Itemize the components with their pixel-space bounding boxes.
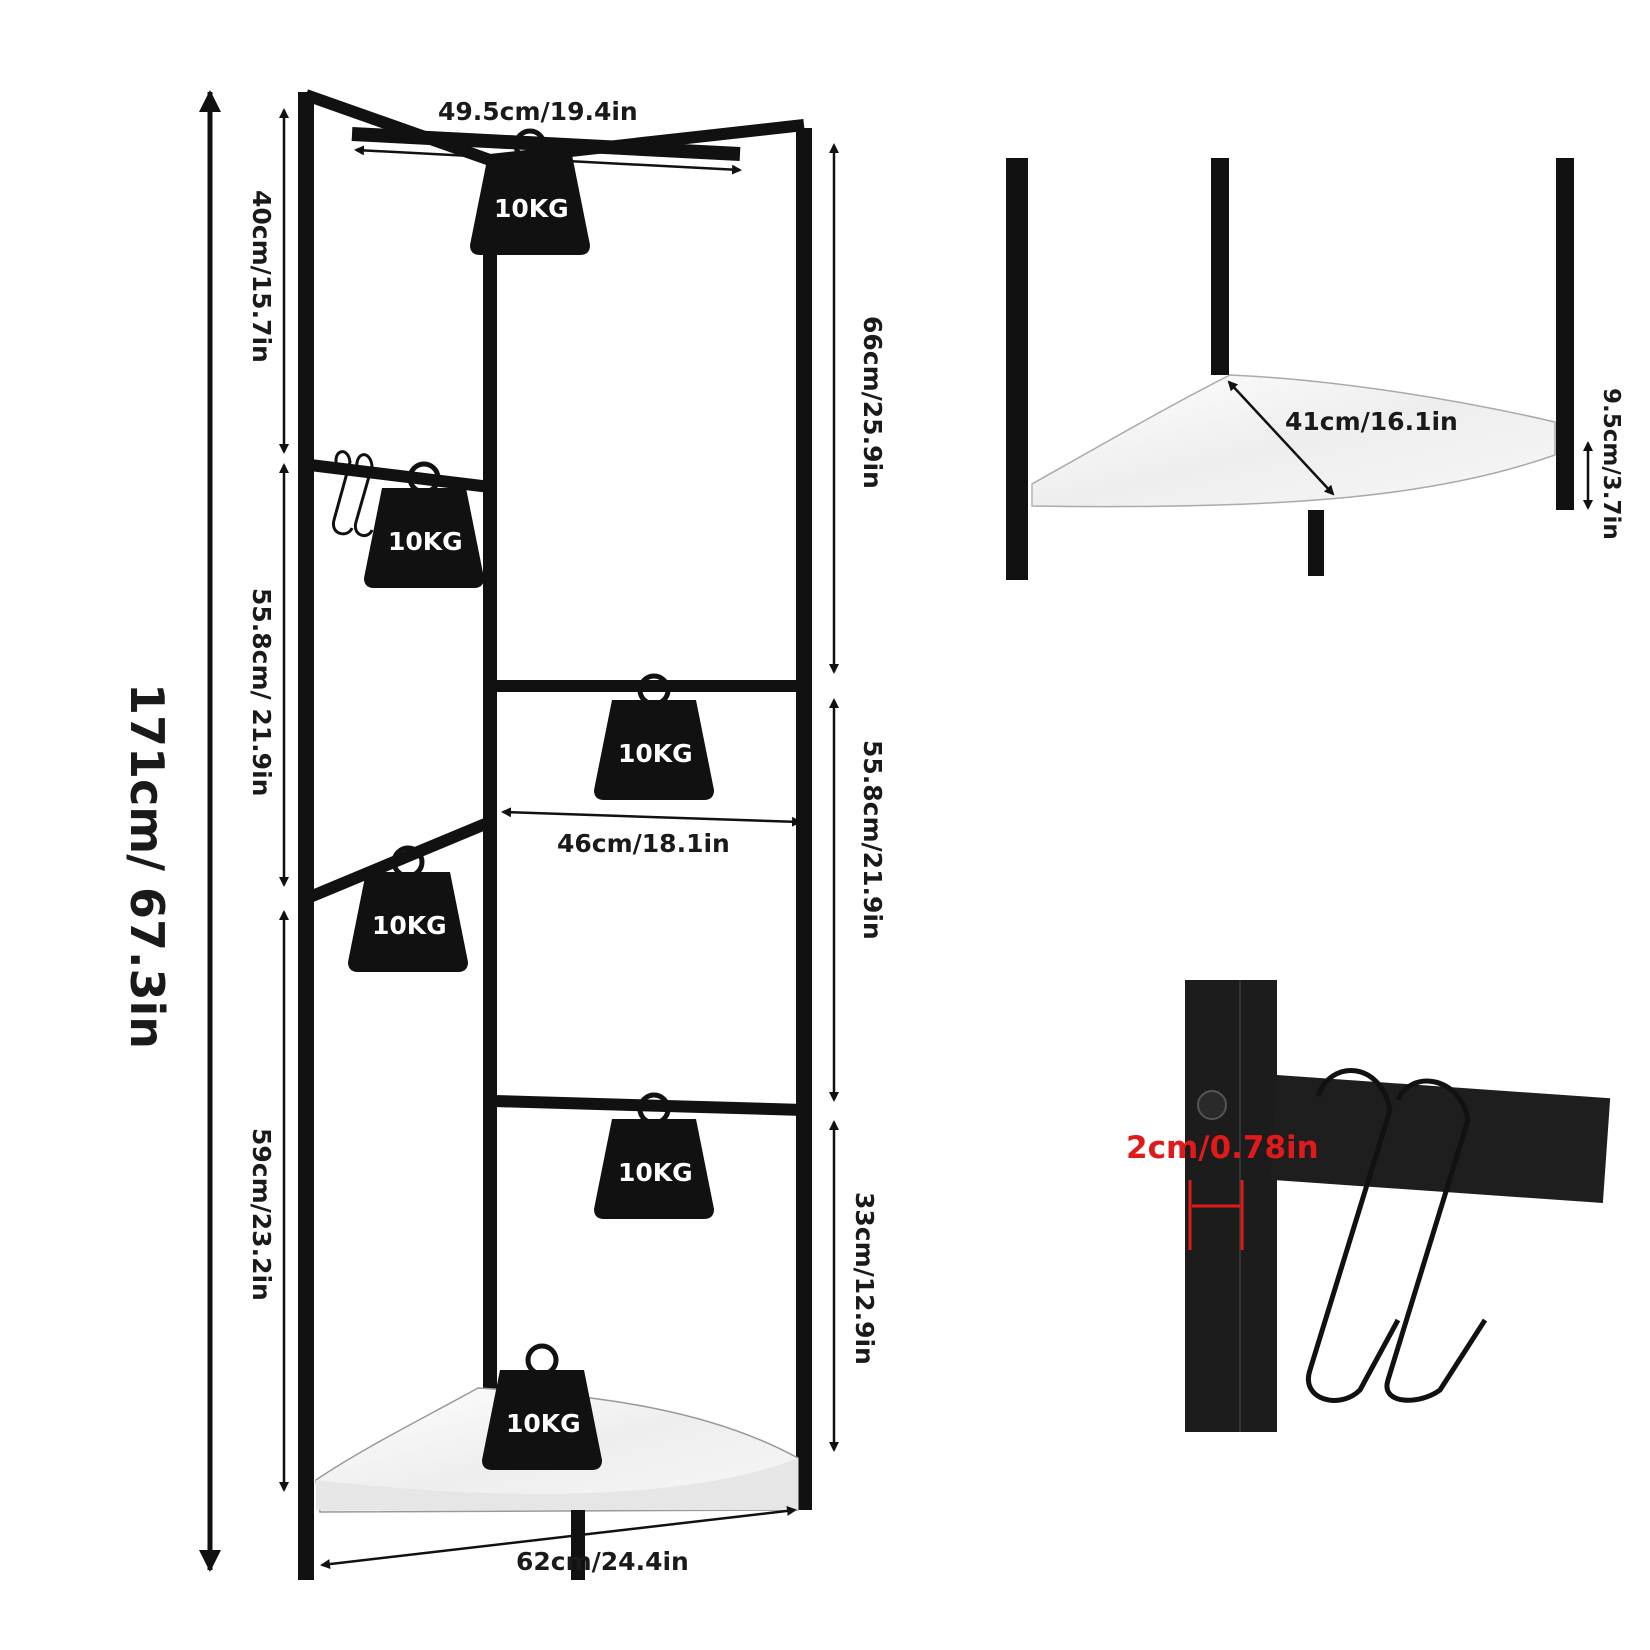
hook-detail: 2cm/0.78in: [1126, 980, 1611, 1432]
main-rack: 171cm/ 67.3in 49.5cm/19.4in 40cm/15.7in …: [120, 89, 887, 1580]
left-upper-height-label: 40cm/15.7in: [247, 190, 276, 363]
right-upper-height-label: 66cm/25.9in: [858, 316, 887, 489]
weight-label: 10KG: [372, 911, 447, 940]
left-lower-height-label: 59cm/23.2in: [247, 1128, 276, 1301]
inner-width-label: 46cm/18.1in: [557, 829, 730, 858]
weight-icon-3: 10KG: [594, 673, 714, 800]
shelf-clearance-label: 9.5cm/3.7in: [1598, 388, 1624, 540]
shelf-detail: 41cm/16.1in 9.5cm/3.7in: [1006, 158, 1624, 580]
bolt-icon: [1197, 1090, 1227, 1120]
weight-label: 10KG: [618, 739, 693, 768]
base-width-label: 62cm/24.4in: [516, 1547, 689, 1576]
weight-label: 10KG: [618, 1158, 693, 1187]
shelf-depth-label: 41cm/16.1in: [1285, 407, 1458, 436]
weight-label: 10KG: [494, 194, 569, 223]
weight-label: 10KG: [388, 527, 463, 556]
right-lower-height-label: 33cm/12.9in: [850, 1192, 879, 1365]
weight-icon-5: 10KG: [594, 1092, 714, 1219]
weight-icon-4: 10KG: [348, 845, 468, 972]
weight-icon-2: 10KG: [364, 461, 484, 588]
right-middle-height-label: 55.8cm/21.9in: [858, 740, 887, 940]
left-middle-height-label: 55.8cm/ 21.9in: [247, 588, 276, 796]
dimension-arrows: [279, 108, 839, 1570]
tube-width-label: 2cm/0.78in: [1126, 1130, 1319, 1166]
weight-icon-6: 10KG: [482, 1343, 602, 1470]
weight-label: 10KG: [506, 1409, 581, 1438]
s-hook-icon: [1305, 1068, 1488, 1403]
weight-icon-1: 10KG: [470, 128, 590, 255]
total-height-label: 171cm/ 67.3in: [120, 683, 174, 1049]
s-hook-icon: [331, 450, 374, 538]
top-width-label: 49.5cm/19.4in: [438, 97, 638, 126]
shelf-depth-arrow: [1227, 380, 1335, 496]
